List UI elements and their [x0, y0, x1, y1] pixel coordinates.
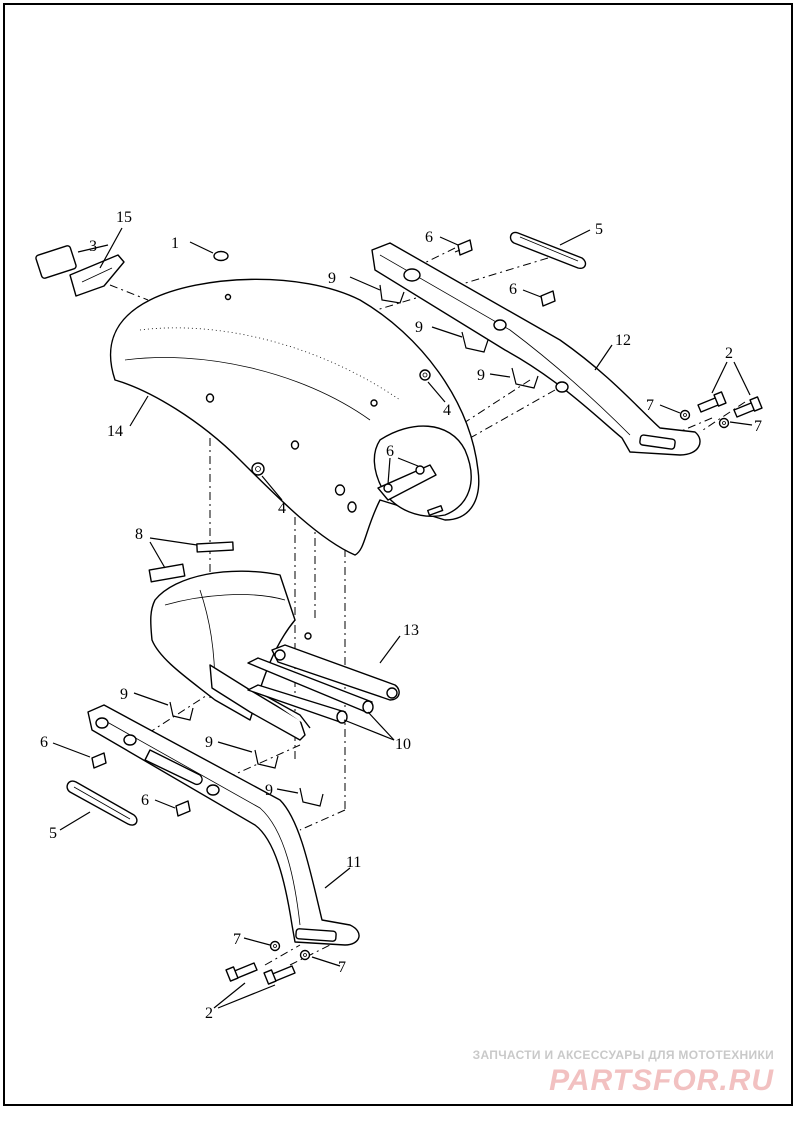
- right-fender-support: [371, 242, 701, 456]
- washer-upper-a: [679, 409, 691, 421]
- callout-9-lower-b: 9: [205, 734, 213, 751]
- callout-9-upper-a: 9: [328, 270, 336, 287]
- callout-9-upper-b: 9: [415, 319, 423, 336]
- callout-2-lower: 2: [205, 1005, 213, 1022]
- callout-9-upper-c: 9: [477, 367, 485, 384]
- callout-5-lower: 5: [49, 825, 57, 842]
- callout-6-upper-a: 6: [425, 229, 433, 246]
- leader-lines: [52, 227, 753, 1009]
- bolt-lower-b: [263, 965, 296, 985]
- screw-lower-b: [175, 800, 191, 817]
- clip-upper-a: [379, 284, 405, 304]
- callout-7-upper-a: 7: [646, 397, 654, 414]
- pad-lower: [148, 563, 186, 583]
- callout-6-upper-b: 6: [509, 281, 517, 298]
- left-fender-support: [87, 704, 360, 946]
- reflector-bracket: [69, 254, 125, 297]
- washer-upper-b: [718, 417, 730, 429]
- strut-bar: [271, 632, 400, 701]
- plug: [213, 250, 229, 262]
- callout-5-upper: 5: [595, 221, 603, 238]
- callout-4-upper: 4: [443, 402, 451, 419]
- callout-4-lower: 4: [278, 500, 286, 517]
- callout-3: 3: [89, 238, 97, 255]
- callout-11: 11: [346, 854, 361, 871]
- callout-6-fender: 6: [386, 443, 394, 460]
- callout-7-upper-b: 7: [754, 418, 762, 435]
- washer-lower-b: [299, 949, 311, 961]
- clip-lower-b: [254, 749, 279, 769]
- callout-8: 8: [135, 526, 143, 543]
- watermark: ЗАПЧАСТИ И АКСЕССУАРЫ ДЛЯ МОТОТЕХНИКИ PA…: [473, 1048, 774, 1098]
- callout-13: 13: [403, 622, 419, 639]
- nut-upper: [419, 369, 431, 381]
- watermark-tagline: ЗАПЧАСТИ И АКСЕССУАРЫ ДЛЯ МОТОТЕХНИКИ: [472, 1048, 774, 1062]
- callout-6-lower-b: 6: [141, 792, 149, 809]
- callout-12: 12: [615, 332, 631, 349]
- trim-strip-lower: [66, 780, 138, 826]
- spacer-rod-a: [247, 657, 374, 714]
- trim-strip-upper: [509, 231, 587, 270]
- clip-lower-c: [299, 787, 324, 807]
- bolt-upper-b: [733, 396, 763, 418]
- reflector: [35, 245, 77, 279]
- callout-9-lower-a: 9: [120, 686, 128, 703]
- callout-9-lower-c: 9: [265, 782, 273, 799]
- watermark-logo: PARTSFOR.RU: [549, 1064, 774, 1097]
- callout-10: 10: [395, 736, 411, 753]
- screw-upper-b: [540, 290, 556, 307]
- callout-14: 14: [107, 423, 123, 440]
- reflector-assembly: [35, 245, 125, 297]
- fender-hole: [224, 293, 232, 301]
- callout-7-lower-a: 7: [233, 931, 241, 948]
- clip-upper-b: [461, 331, 489, 353]
- bolt-lower-a: [225, 962, 258, 982]
- clip-lower-a: [169, 701, 194, 721]
- bolt-upper-a: [697, 391, 727, 413]
- pad-upper: [196, 541, 234, 553]
- callout-15: 15: [116, 209, 132, 226]
- callout-6-lower-a: 6: [40, 734, 48, 751]
- washer-lower-a: [269, 940, 281, 952]
- nut-lower: [251, 462, 265, 476]
- fender-liner: [148, 541, 311, 741]
- callout-1: 1: [171, 235, 179, 252]
- callout-labels: 1 3 15 6 6 5 9 9 9 4 12 2 7 7 14 6 4 8 1…: [40, 209, 762, 1022]
- screw-lower-a: [91, 752, 107, 769]
- fender-stud-plate: [377, 464, 437, 501]
- callout-2-upper: 2: [725, 345, 733, 362]
- clip-upper-c: [511, 367, 539, 389]
- rear-fender: [109, 278, 480, 556]
- screw-upper-a: [454, 239, 473, 256]
- callout-7-lower-b: 7: [338, 959, 346, 976]
- diagram-frame: [3, 3, 793, 1106]
